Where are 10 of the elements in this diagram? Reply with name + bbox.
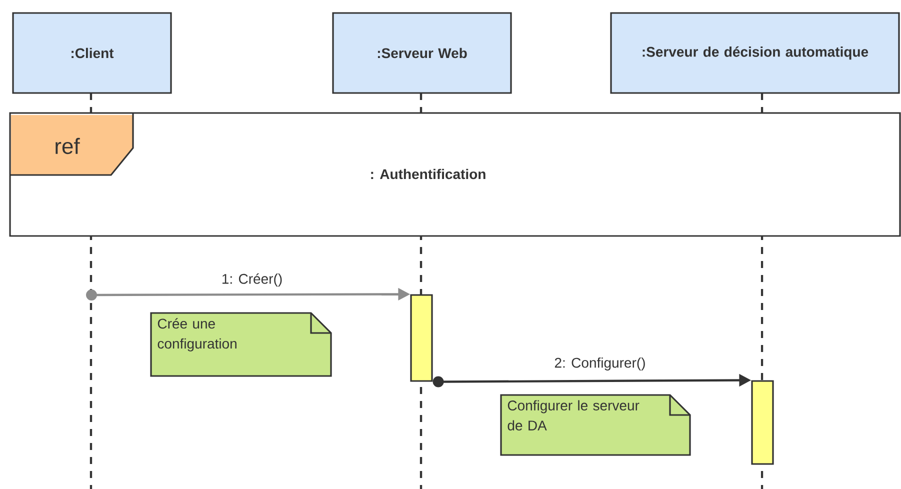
message-label: 1: Créer() — [222, 273, 282, 287]
note: Configurer le serveur de DA — [500, 394, 691, 456]
activation-bar — [751, 380, 774, 465]
interaction-frame: ref : Authentification — [9, 112, 901, 237]
message-label: 2: Configurer() — [554, 357, 645, 371]
lifeline-head: :Serveur Web — [332, 12, 512, 94]
note: Crée une configuration — [150, 312, 332, 377]
lifeline-head: :Client — [12, 12, 172, 94]
activation-bar — [410, 294, 433, 382]
lifeline-head: :Serveur de décision automatique — [610, 12, 900, 94]
